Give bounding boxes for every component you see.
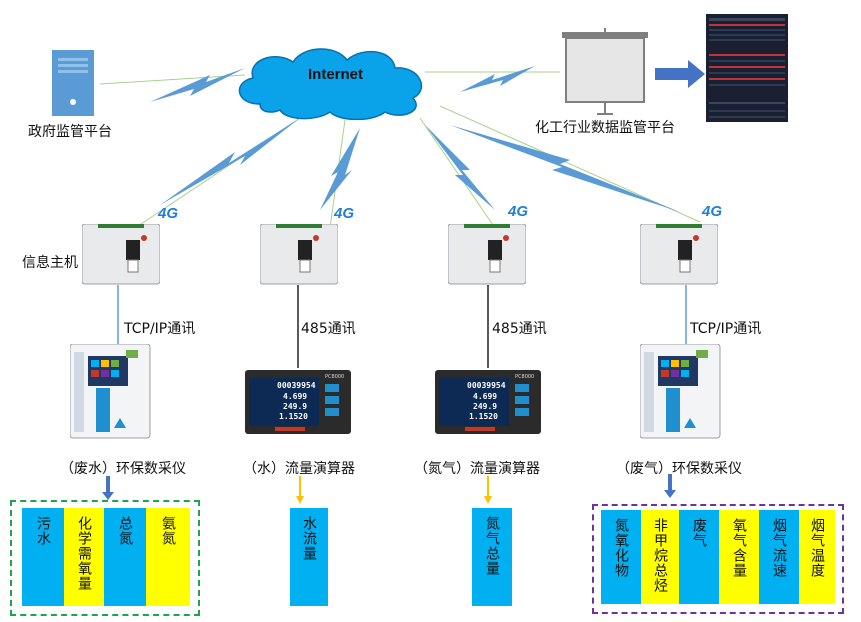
info-host-device-icon [260, 224, 338, 285]
data-collector-device-icon [640, 344, 721, 439]
internet-cloud-icon [238, 48, 423, 120]
meter-temp: 249.9 [473, 402, 498, 411]
col3-link-label: 485通讯 [492, 321, 547, 337]
col3-device-label: （氮气）流量演算器 [414, 461, 540, 477]
meter-pressure: 1.1520 [279, 412, 308, 421]
meter-flow: 4.699 [473, 392, 498, 401]
info-host-device-icon [640, 224, 718, 285]
meter-temp: 249.9 [283, 402, 308, 411]
param-cod: 化学需氧量 [64, 508, 104, 606]
col4-link-label: TCP/IP通讯 [690, 321, 762, 337]
gov-link-line [99, 74, 246, 85]
chemical-platform-label: 化工行业数据监管平台 [535, 120, 675, 136]
meter-total: 00039954 [277, 381, 316, 390]
param-ammonia-nitrogen: 氨氮 [146, 508, 190, 606]
param-water-flow: 水流量 [290, 508, 328, 606]
lightning-chem [460, 66, 535, 92]
4g-badge-1: 4G [158, 205, 179, 222]
meter-key [515, 408, 529, 416]
lightning-host1 [160, 118, 300, 205]
internet-label: Internet [308, 66, 364, 83]
flow-calculator-device: 00039954 4.699 249.9 1.1520 PC8000 [435, 370, 541, 434]
meter-total: 00039954 [467, 381, 506, 390]
4g-badge-2: 4G [334, 205, 355, 222]
4g-badge-3: 4G [508, 203, 529, 220]
param-nmhc: 非甲烷总烃 [641, 510, 679, 604]
dashboard-screenshot-icon [706, 14, 788, 122]
meter-logo-strip [465, 427, 495, 431]
col3-arrow-head [484, 496, 492, 504]
param-flue-temp: 烟气温度 [799, 510, 835, 604]
exhaust-parameter-group [592, 504, 844, 614]
col4-arrow-head [664, 490, 676, 498]
param-flue-speed: 烟气流速 [759, 510, 799, 604]
param-nox: 氮氧化物 [601, 510, 641, 604]
lightning-host2 [320, 128, 360, 210]
col4-device-label: （废气）环保数采仪 [616, 461, 742, 477]
meter-flow: 4.699 [283, 392, 308, 401]
info-host-device-icon [82, 224, 160, 285]
lightning-gov [150, 68, 245, 102]
col2-arrow-head [296, 496, 304, 504]
param-wastewater: 污水 [22, 508, 64, 606]
meter-key [325, 384, 339, 392]
meter-key [515, 396, 529, 404]
col1-device-label: （废水）环保数采仪 [60, 461, 186, 477]
param-exhaust: 废气 [679, 510, 719, 604]
projector-screen-icon [562, 28, 648, 115]
meter-screen: 00039954 4.699 249.9 1.1520 [249, 378, 319, 426]
meter-pressure: 1.1520 [469, 412, 498, 421]
meter-key [325, 396, 339, 404]
col2-link-label: 485通讯 [301, 321, 356, 337]
meter-screen: 00039954 4.699 249.9 1.1520 [439, 378, 509, 426]
meter-logo-strip [275, 427, 305, 431]
wastewater-parameter-group [10, 500, 200, 616]
meter-key [515, 384, 529, 392]
meter-brand: PC8000 [325, 374, 345, 380]
col2-device-label: （水）流量演算器 [243, 461, 355, 477]
lightning-host3 [425, 125, 495, 210]
host3-link-line [419, 117, 496, 229]
meter-brand: PC8000 [515, 374, 535, 380]
info-host-label: 信息主机 [22, 255, 78, 271]
display-arrow [655, 60, 705, 88]
col1-link-label: TCP/IP通讯 [124, 321, 196, 337]
param-oxygen: 氧气含量 [719, 510, 759, 604]
flow-calculator-device: 00039954 4.699 249.9 1.1520 PC8000 [245, 370, 351, 434]
lightning-host4 [450, 125, 680, 212]
server-icon [52, 50, 94, 116]
param-total-nitrogen: 总氮 [104, 508, 146, 606]
info-host-device-icon [448, 224, 526, 285]
host4-link-line [439, 105, 701, 223]
data-collector-device-icon [70, 344, 151, 439]
col1-arrow-head [102, 492, 114, 500]
government-platform-label: 政府监管平台 [28, 124, 112, 140]
meter-key [325, 408, 339, 416]
4g-badge-4: 4G [702, 203, 723, 220]
param-nitrogen-total: 氮气总量 [472, 508, 512, 606]
